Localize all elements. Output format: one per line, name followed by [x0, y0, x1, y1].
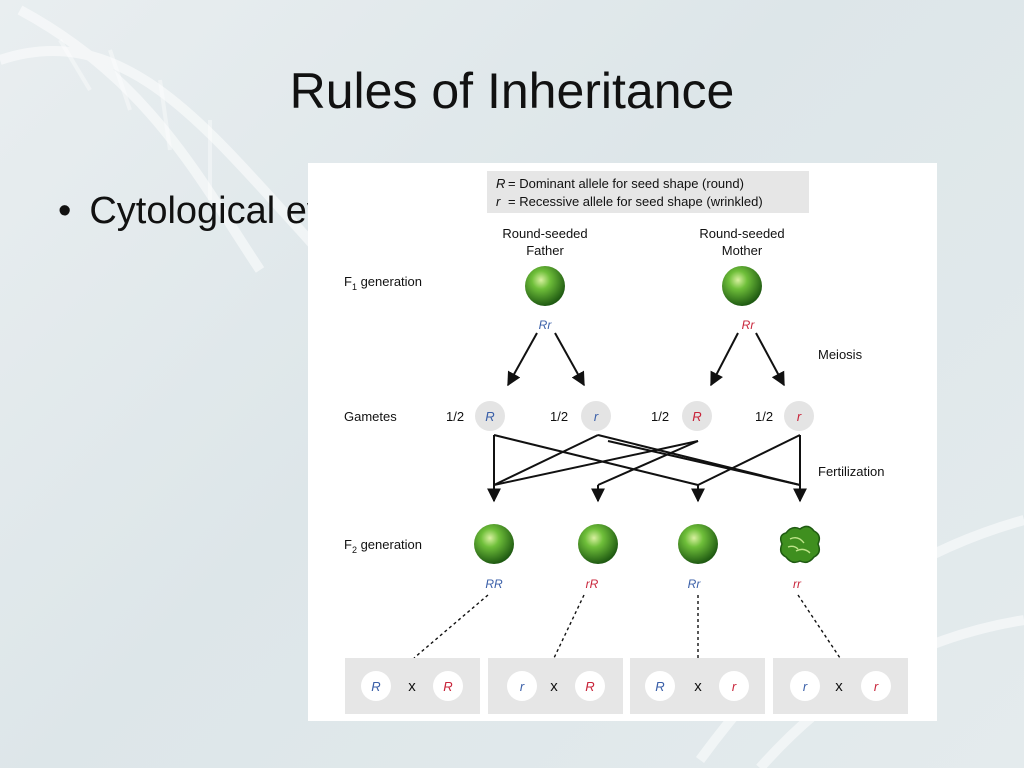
- wrinkle-highlight: [787, 536, 811, 554]
- f2-genotype-4: rr: [793, 577, 802, 591]
- cross-2-right: R: [585, 679, 594, 694]
- meiosis-arrow-1: [507, 332, 538, 387]
- f2-pea-1: [474, 524, 514, 564]
- legend-dominant: = Dominant allele for seed shape (round): [508, 176, 744, 191]
- cross-3-right: r: [732, 679, 737, 694]
- bullet-dot: •: [58, 190, 72, 232]
- father-genotype: Rr: [539, 318, 553, 332]
- cross-2-left: r: [520, 679, 525, 694]
- f2-pea-2: [578, 524, 618, 564]
- gamete-fraction-2: 1/2: [550, 409, 568, 424]
- legend-recessive: = Recessive allele for seed shape (wrink…: [508, 194, 763, 209]
- cross-3-x: x: [694, 678, 702, 695]
- father-label-line2: Father: [526, 243, 564, 258]
- gamete-fraction-1: 1/2: [446, 409, 464, 424]
- gamete-allele-3: R: [692, 409, 701, 424]
- fert-line-f: [607, 440, 801, 486]
- gamete-circle-1: [475, 401, 505, 431]
- gamete-circle-3: [682, 401, 712, 431]
- gamete-allele-2: r: [594, 409, 599, 424]
- fert-line-b: [493, 434, 599, 486]
- inheritance-diagram: R = Dominant allele for seed shape (roun…: [308, 163, 937, 721]
- fert-line-a: [493, 434, 699, 486]
- meiosis-arrow-2: [554, 332, 585, 387]
- fertilization-label: Fertilization: [818, 464, 884, 479]
- meiosis-label: Meiosis: [818, 347, 863, 362]
- gamete-fraction-4: 1/2: [755, 409, 773, 424]
- legend-symbol-recessive: r: [496, 194, 501, 209]
- fert-line-d: [493, 440, 699, 486]
- f2-pea-3: [678, 524, 718, 564]
- father-label-line1: Round-seeded: [502, 226, 587, 241]
- cross-1-right: R: [443, 679, 452, 694]
- meiosis-arrow-3: [710, 332, 739, 387]
- meiosis-arrow-4: [755, 332, 785, 387]
- dash-connector-4: [797, 594, 841, 659]
- legend-box: [487, 171, 809, 213]
- cross-4-right: r: [874, 679, 879, 694]
- cross-4-left: r: [803, 679, 808, 694]
- gamete-allele-4: r: [797, 409, 802, 424]
- dash-connector-2: [553, 594, 585, 659]
- f2-genotype-2: rR: [586, 577, 599, 591]
- gamete-circle-2: [581, 401, 611, 431]
- father-pea: [525, 266, 565, 306]
- cross-4-x: x: [835, 678, 843, 695]
- fert-line-e: [597, 440, 699, 486]
- mother-pea: [722, 266, 762, 306]
- cross-1-left: R: [371, 679, 380, 694]
- cross-box-2: r x R: [488, 658, 623, 714]
- mother-genotype: Rr: [742, 318, 756, 332]
- f1-generation-label: F1 generation: [344, 274, 422, 292]
- legend-symbol-dominant: R: [496, 176, 505, 191]
- cross-box-1: R x R: [345, 658, 480, 714]
- f2-genotype-3: Rr: [688, 577, 702, 591]
- dash-connector-1: [413, 594, 489, 659]
- mother-label-line1: Round-seeded: [699, 226, 784, 241]
- cross-1-x: x: [408, 678, 416, 695]
- cross-box-4: r x r: [773, 658, 908, 714]
- cross-box-3: R x r: [630, 658, 765, 714]
- fert-line-g: [697, 434, 801, 486]
- slide-title: Rules of Inheritance: [289, 63, 735, 119]
- f2-genotype-1: RR: [485, 577, 503, 591]
- f2-generation-label: F2 generation: [344, 537, 422, 555]
- cross-2-x: x: [550, 678, 558, 695]
- gamete-fraction-3: 1/2: [651, 409, 669, 424]
- cross-3-left: R: [655, 679, 664, 694]
- gamete-circle-4: [784, 401, 814, 431]
- f2-wrinkled-pea: [779, 525, 821, 564]
- gamete-allele-1: R: [485, 409, 494, 424]
- mother-label-line2: Mother: [722, 243, 763, 258]
- gametes-label: Gametes: [344, 409, 397, 424]
